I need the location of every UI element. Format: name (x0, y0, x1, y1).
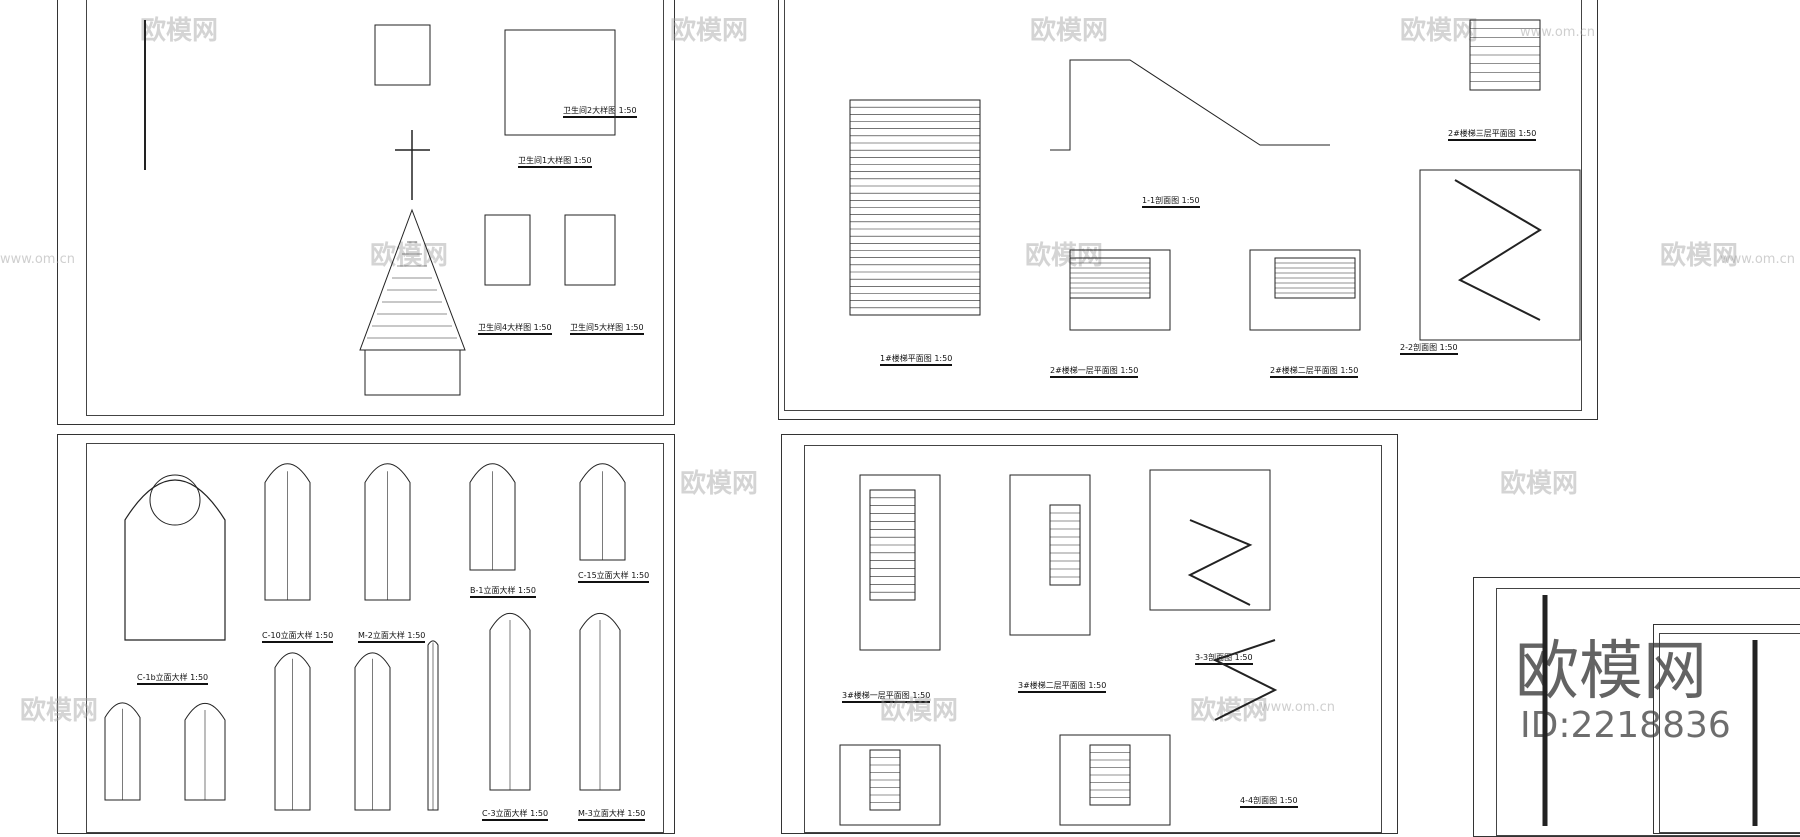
toilet-5-plan (564, 214, 616, 286)
caption: 2#楼梯一层平面图 1:50 (1050, 365, 1139, 378)
toilet-1-plan (504, 29, 616, 136)
rose-window (149, 474, 201, 526)
window-elevation (104, 702, 141, 801)
caption: 卫生间5大样图 1:50 (570, 322, 644, 335)
stair-3-room-2 (1009, 474, 1091, 636)
watermark: 欧模网 (20, 696, 99, 726)
window-elevation (427, 640, 439, 811)
stair-2-room-2 (1249, 249, 1361, 331)
section-2-2-frame (1419, 169, 1581, 341)
section-4-4 (1212, 639, 1278, 721)
toilet-4-plan (484, 214, 531, 286)
window-elevation (489, 613, 531, 791)
caption: 卫生间2大样图 1:50 (563, 105, 637, 118)
watermark: 欧模网 (1025, 241, 1104, 271)
stair-4-plan-2 (1059, 734, 1171, 826)
section-3-3 (1149, 469, 1271, 611)
watermark: 欧模网 (680, 469, 759, 499)
watermark: 欧模网 (1660, 241, 1739, 271)
window-elevation (184, 703, 226, 801)
caption: C-15立面大样 1:50 (578, 570, 650, 583)
caption: M-3立面大样 1:50 (578, 808, 646, 821)
toilet-2-plan (374, 24, 431, 86)
caption: 3#楼梯一层平面图 1:50 (842, 690, 931, 703)
stair-1-outline (849, 99, 981, 316)
caption: B-1立面大样 1:50 (470, 585, 536, 598)
watermark-id: ID:2218836 (1520, 705, 1731, 746)
caption: 3#楼梯二层平面图 1:50 (1018, 680, 1107, 693)
watermark: 欧模网 (670, 16, 749, 46)
watermark: 欧模网 (140, 16, 219, 46)
window-elevation (274, 652, 311, 811)
caption: 1#楼梯平面图 1:50 (880, 353, 953, 366)
caption: C-3立面大样 1:50 (482, 808, 549, 821)
sheet-toilet-spire-details (57, 0, 675, 425)
caption: C-10立面大样 1:50 (262, 630, 334, 643)
window-elevation (579, 463, 626, 561)
watermark-url: www.om.cn (1720, 252, 1795, 267)
caption: 2#楼梯三层平面图 1:50 (1448, 128, 1537, 141)
window-elevation (264, 463, 311, 601)
sheet-windows (57, 434, 675, 834)
section-3-3-stair (1187, 519, 1253, 606)
caption: 2#楼梯二层平面图 1:50 (1270, 365, 1359, 378)
caption: 4-4剖面图 1:50 (1240, 795, 1298, 808)
caption: 1-1剖面图 1:50 (1142, 195, 1200, 208)
watermark: 欧模网 (880, 696, 959, 726)
sheet-stair-1-2 (778, 0, 1598, 420)
window-elevation (579, 613, 621, 791)
window-c1b (124, 479, 226, 641)
stair-4-plan-1 (839, 744, 941, 826)
window-elevation (469, 463, 516, 571)
sheet-wall-section-2 (1653, 624, 1800, 834)
section-1-1 (1050, 59, 1330, 151)
spire-base (364, 349, 461, 396)
caption: C-1b立面大样 1:50 (137, 672, 209, 685)
caption: 卫生间1大样图 1:50 (518, 155, 592, 168)
stair-2-room-1 (1069, 249, 1171, 331)
watermark: 欧模网 (1030, 16, 1109, 46)
caption: 卫生间4大样图 1:50 (478, 322, 552, 335)
window-elevation (354, 652, 391, 811)
spire (359, 208, 466, 351)
watermark: 欧模网 (1400, 16, 1479, 46)
caption: 2-2剖面图 1:50 (1400, 342, 1458, 355)
watermark: 欧模网 (1500, 469, 1579, 499)
section-2-2 (1454, 179, 1542, 321)
watermark-url: www.om.cn (0, 252, 75, 267)
watermark-url: www.om.cn (1260, 700, 1335, 715)
caption: M-2立面大样 1:50 (358, 630, 426, 643)
window-elevation (364, 463, 411, 601)
stair-3-room-1 (859, 474, 941, 651)
